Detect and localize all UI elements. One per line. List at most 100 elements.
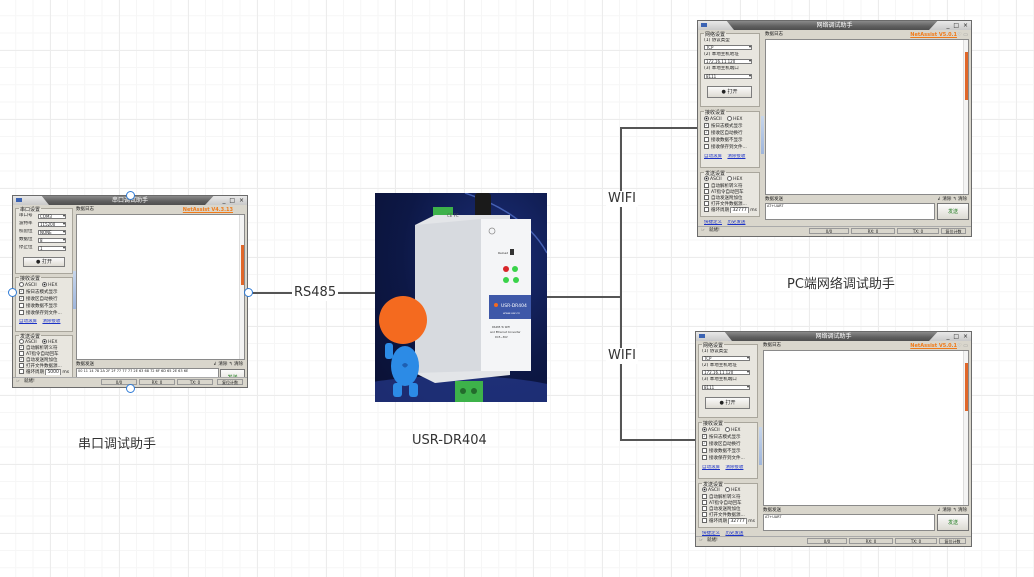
window-controls[interactable]: _ □ × [946,22,969,29]
recv-scrollbar[interactable] [963,40,968,194]
open-button[interactable]: ● 打开 [707,86,752,98]
send-option-checkbox[interactable] [704,183,709,188]
loop-checkbox[interactable] [704,207,709,212]
title-bar[interactable]: 串口调试助手 _ □ × [13,196,247,205]
loop-period-input[interactable]: 32777 [730,207,749,213]
reset-counter-button[interactable]: 复位计数 [941,228,966,234]
window-controls[interactable]: _ □ × [222,197,245,204]
brand-link[interactable]: NetAssist V5.0.1 [910,32,957,38]
pc-net-assistant-window-top[interactable]: 网络调试助手 _ □ × 网络设置 (1) 协议类型 TCP (2) 本地主机地… [697,20,972,237]
recv-option-checkbox[interactable]: ✓ [704,130,709,135]
recv-ascii-radio[interactable] [704,116,709,121]
recv-log-area[interactable] [765,39,969,195]
recv-hex-radio[interactable] [727,116,733,121]
recv-hex-radio[interactable] [725,427,731,432]
recv-hex-radio[interactable] [42,282,48,287]
panel-collapse-grip[interactable] [759,427,762,465]
clear-send-icon[interactable]: ↲ [937,508,941,513]
port-input[interactable]: 8111 [702,385,750,390]
clear-all-icon[interactable]: ↰ [228,362,233,367]
loop-checkbox[interactable] [19,369,24,374]
recv-option-checkbox[interactable] [702,448,707,453]
send-option-checkbox[interactable] [704,201,709,206]
send-ascii-radio[interactable] [704,176,709,181]
send-option-checkbox[interactable] [702,500,707,505]
auto-scroll-link[interactable]: 自动滚屏 [704,154,722,159]
send-input[interactable]: AT+UART [763,514,935,531]
clear-recv-link[interactable]: 清除接收 [727,154,746,159]
selection-handle[interactable] [8,288,17,297]
history-send-link[interactable]: 历史发送 [725,531,744,536]
send-input[interactable]: AT+UART [765,203,935,220]
send-option-checkbox[interactable] [702,494,707,499]
clear-send-icon[interactable]: ↲ [213,362,217,367]
send-option-checkbox[interactable] [19,363,24,368]
send-ascii-radio[interactable] [702,487,707,492]
selection-handle[interactable] [244,288,253,297]
protocol-select[interactable]: TCP [704,45,752,50]
brand-link[interactable]: NetAssist V4.3.13 [182,207,233,213]
send-option-checkbox[interactable] [702,506,707,511]
title-bar[interactable]: 网络调试助手 _ □ × [698,21,971,30]
brand-link[interactable]: NetAssist V5.0.1 [910,343,957,349]
send-hex-radio[interactable] [725,487,731,492]
clear-recv-link[interactable]: 清除接收 [42,319,61,324]
shortcut-define-link[interactable]: 快捷定义 [702,531,720,536]
send-option-checkbox[interactable] [704,195,709,200]
stopbits-select[interactable]: 1 [38,246,66,251]
port-select[interactable]: COM3 [38,214,66,219]
send-hex-radio[interactable] [727,176,733,181]
send-option-checkbox[interactable] [704,189,709,194]
recv-option-checkbox[interactable] [704,137,709,142]
settings-icons[interactable]: ♡ ▭ [957,343,968,349]
auto-scroll-link[interactable]: 自动滚屏 [702,465,720,470]
shortcut-define-link[interactable]: 快捷定义 [704,220,722,225]
databits-select[interactable]: 8 [38,238,66,243]
recv-option-checkbox[interactable]: ✓ [702,441,707,446]
recv-scrollbar[interactable] [239,215,244,359]
clear-all-icon[interactable]: ↰ [952,197,957,202]
reset-counter-button[interactable]: 复位计数 [217,379,243,385]
send-option-checkbox[interactable]: ✓ [19,345,24,350]
recv-scrollbar[interactable] [963,351,968,505]
send-button[interactable]: 发送 [937,203,969,220]
selection-handle[interactable] [126,191,135,200]
port-input[interactable]: 8111 [704,74,752,79]
clear-send-icon[interactable]: ↲ [937,197,941,202]
recv-ascii-radio[interactable] [702,427,707,432]
send-ascii-radio[interactable] [19,339,24,344]
protocol-select[interactable]: TCP [702,356,750,361]
send-hex-radio[interactable] [42,339,48,344]
panel-collapse-grip[interactable] [761,116,764,154]
auto-scroll-link[interactable]: 自动滚屏 [19,319,37,324]
pc-net-assistant-window-bottom[interactable]: 网络调试助手 _ □ × 网络设置 (1) 协议类型 TCP (2) 本地主机地… [695,331,972,547]
open-port-button[interactable]: ● 打开 [23,257,65,267]
host-select[interactable]: 172.16.11.120 [704,59,752,64]
recv-option-checkbox[interactable]: ✓ [19,296,24,301]
send-option-checkbox[interactable] [702,512,707,517]
recv-log-area[interactable] [763,350,969,506]
recv-option-checkbox[interactable]: ✓ [704,123,709,128]
send-option-checkbox[interactable] [19,351,24,356]
window-controls[interactable]: _ □ × [946,333,969,340]
recv-option-checkbox[interactable] [702,455,707,460]
selection-handle[interactable] [126,384,135,393]
clear-recv-link[interactable]: 清除接收 [725,465,744,470]
recv-option-checkbox[interactable]: ✓ [702,434,707,439]
loop-period-input[interactable]: 32777 [728,518,747,524]
loop-checkbox[interactable] [702,518,707,523]
recv-ascii-radio[interactable] [19,282,24,287]
reset-counter-button[interactable]: 复位计数 [939,538,966,544]
loop-period-input[interactable]: 5000 [45,369,61,375]
baud-select[interactable]: 115200 [38,222,66,227]
settings-icons[interactable]: ♡ ▭ [957,32,968,38]
history-send-link[interactable]: 历史发送 [727,220,746,225]
send-option-checkbox[interactable]: ✓ [19,357,24,362]
panel-collapse-grip[interactable] [73,271,76,309]
recv-option-checkbox[interactable] [704,144,709,149]
serial-assistant-window[interactable]: 串口调试助手 _ □ × 串口设置 串口号 COM3 波特率 115200 校验… [12,195,248,388]
recv-log-area[interactable] [76,214,245,360]
title-bar[interactable]: 网络调试助手 _ □ × [696,332,971,341]
recv-option-checkbox[interactable] [19,303,24,308]
parity-select[interactable]: NONE [38,230,66,235]
